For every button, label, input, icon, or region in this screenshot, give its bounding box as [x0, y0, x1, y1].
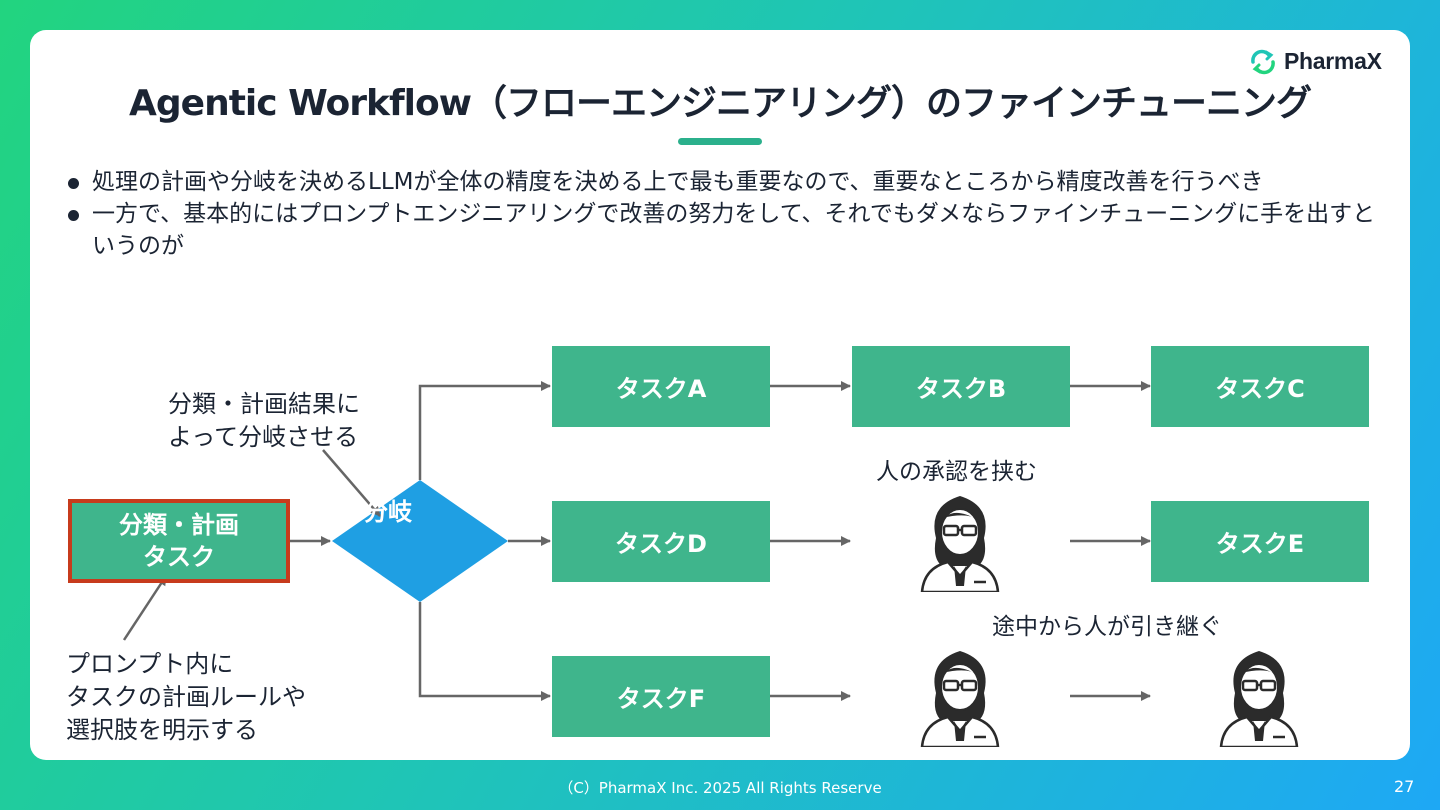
bullet-text: 処理の計画や分岐を決めるLLMが全体の精度を決める上で最も重要なので、重要なとこ… — [92, 169, 1264, 195]
note-line: よって分岐させる — [168, 423, 359, 451]
brand-name: PharmaX — [1284, 48, 1382, 74]
branch-label: 分岐 — [364, 498, 412, 526]
person-icon — [920, 496, 1000, 592]
note-line: プロンプト内に — [66, 650, 234, 678]
bullet-list: 処理の計画や分岐を決めるLLMが全体の精度を決める上で最も重要なので、重要なとこ… — [66, 166, 1376, 262]
title-underline — [678, 138, 762, 145]
person-icon — [920, 651, 1000, 747]
note-branch-rule: 分類・計画結果に よって分岐させる — [168, 388, 360, 454]
pointer-note-top — [322, 449, 381, 517]
note-line: 選択肢を明示する — [66, 716, 258, 744]
task-e: タスクE — [1151, 501, 1369, 582]
arrow-branch-to-a — [418, 381, 551, 480]
arrow-branch-to-f — [418, 602, 551, 701]
bullet-item: 一方で、基本的にはプロンプトエンジニアリングで改善の努力をして、それでもダメなら… — [66, 198, 1376, 262]
page-number: 27 — [1394, 777, 1415, 796]
approval-label: 人の承認を挟む — [876, 459, 1037, 485]
task-b: タスクB — [852, 346, 1070, 427]
task-c: タスクC — [1151, 346, 1369, 427]
task-label: タスク — [143, 543, 215, 571]
note-line: タスクの計画ルールや — [66, 683, 306, 711]
note-line: 分類・計画結果に — [168, 390, 360, 418]
task-a: タスクA — [552, 346, 770, 427]
cycle-arrows-icon — [1251, 49, 1275, 74]
pointer-note-bottom — [122, 575, 168, 641]
task-label: 分類・計画 — [119, 511, 239, 539]
bullet-item: 処理の計画や分岐を決めるLLMが全体の精度を決める上で最も重要なので、重要なとこ… — [66, 166, 1376, 198]
slide-title: Agentic Workflow（フローエンジニアリング）のファインチューニング — [129, 83, 1312, 124]
bullet-dot — [68, 178, 79, 189]
note-prompt-rule: プロンプト内に タスクの計画ルールや 選択肢を明示する — [66, 648, 306, 747]
brand-logo: PharmaX — [1248, 48, 1382, 75]
handover-label: 途中から人が引き継ぐ — [992, 614, 1222, 640]
task-d: タスクD — [552, 501, 770, 582]
bullet-text: 一方で、基本的にはプロンプトエンジニアリングで改善の努力をして、それでもダメなら… — [92, 201, 1376, 259]
task-f: タスクF — [552, 656, 770, 737]
classify-plan-task: 分類・計画 タスク — [68, 499, 290, 583]
bullet-dot — [68, 210, 79, 221]
person-icon — [1219, 651, 1299, 747]
footer-copyright: （C）PharmaX Inc. 2025 All Rights Reserve — [558, 779, 882, 797]
